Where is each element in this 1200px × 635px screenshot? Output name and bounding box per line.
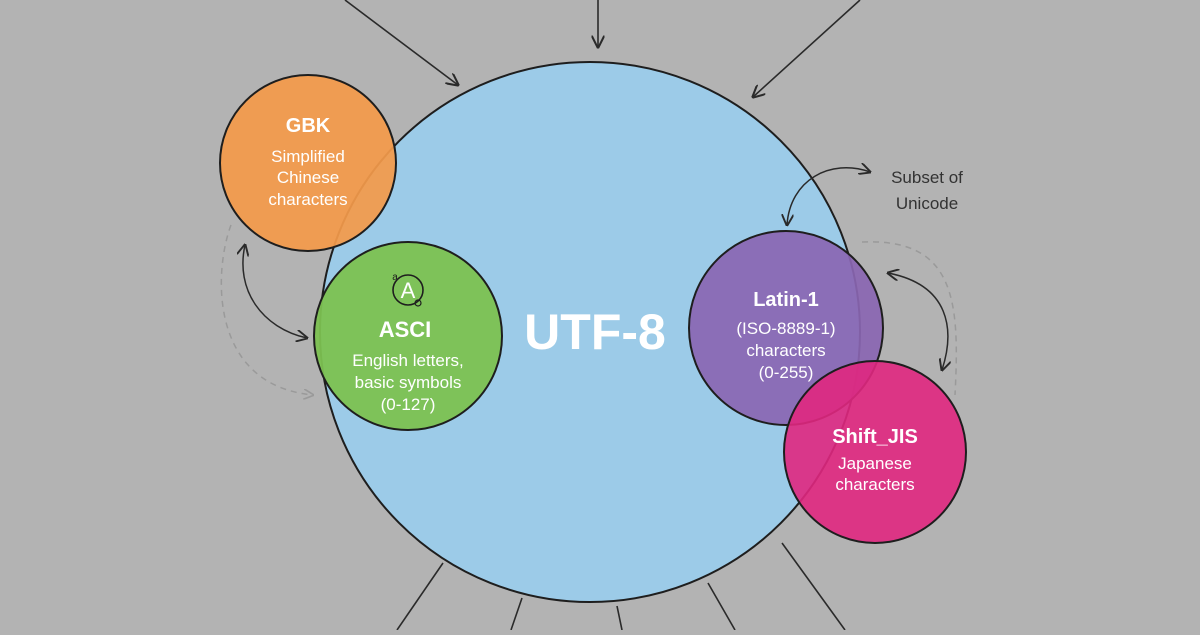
ascii-desc-line-3: (0-127)	[381, 395, 436, 414]
dashed-connector-left	[220, 224, 313, 395]
ascii-circle	[313, 241, 503, 431]
utf8-label: UTF-8	[524, 304, 666, 360]
subset-note-line-1: Subset of	[891, 168, 963, 187]
arrow-gbk-ascii	[243, 245, 307, 338]
gbk-desc-line-3: characters	[268, 190, 347, 209]
gbk-desc-line-1: Simplified	[271, 147, 345, 166]
ascii-desc-line-1: English letters,	[352, 351, 464, 370]
latin1-desc-line-2: characters	[746, 341, 825, 360]
bottom-line-5	[781, 542, 846, 631]
arrow-top-right	[753, 0, 861, 97]
bottom-line-3	[616, 605, 623, 631]
gbk-desc-line-2: Chinese	[277, 168, 339, 187]
ascii-title: ASCI	[379, 317, 432, 342]
gbk-node: GBK Simplified Chinese characters	[219, 74, 397, 252]
gbk-title: GBK	[286, 115, 331, 137]
arrow-subset-note	[787, 168, 870, 225]
ascii-desc-line-2: basic symbols	[355, 373, 462, 392]
shiftjis-desc-line-1: Japanese	[838, 454, 912, 473]
bottom-line-1	[396, 562, 444, 631]
arrow-latin1-shiftjis	[888, 273, 948, 370]
bottom-lines	[396, 542, 846, 631]
latin1-desc-line-3: (0-255)	[759, 363, 814, 382]
bottom-line-2	[510, 597, 523, 631]
top-arrows	[344, 0, 861, 97]
shiftjis-desc-line-2: characters	[835, 475, 914, 494]
letter-a-icon-superscript: a	[392, 272, 398, 283]
letter-a-icon-glyph: A	[401, 278, 416, 303]
ascii-node: A a ASCI English letters, basic symbols …	[313, 241, 503, 431]
shiftjis-node: Shift_JIS Japanese characters	[783, 360, 967, 544]
shiftjis-title: Shift_JIS	[832, 426, 918, 448]
bottom-line-4	[707, 582, 736, 631]
shiftjis-circle	[783, 360, 967, 544]
subset-note-line-2: Unicode	[896, 194, 958, 213]
latin1-title: Latin-1	[753, 289, 819, 311]
latin1-desc-line-1: (ISO-8889-1)	[736, 319, 835, 338]
arrow-top-left	[344, 0, 458, 85]
dashed-connector-right	[861, 241, 958, 396]
letter-a-icon: A a	[392, 272, 424, 307]
